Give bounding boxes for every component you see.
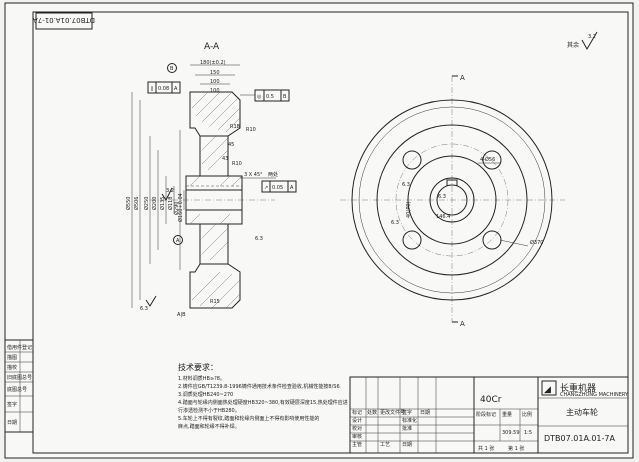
- section-label: A-A: [204, 42, 220, 52]
- weight-label: 重量: [502, 411, 512, 418]
- scale-label: 比例: [522, 411, 532, 418]
- r10: R10: [246, 127, 256, 133]
- v-dia-506: Ø506: [133, 197, 140, 210]
- strip-row-3: 描校: [7, 364, 17, 371]
- d43: 43: [222, 156, 228, 162]
- stage-mark: 阶段标记: [476, 411, 496, 418]
- part-name: 主动车轮: [566, 407, 598, 417]
- roughness-note: 其余: [567, 41, 579, 49]
- tech-item-6: 5.车轮上不得有裂纹,踏面和轮缘内侧面上不得有影响使用性能的: [178, 415, 319, 422]
- tech-title: 技术要求：: [178, 362, 218, 372]
- v-dia-290: Ø290: [173, 202, 180, 215]
- front-view: A A 4-Ø56 Ø370 146.4 40(P9) 6.3 6.3 6.3: [340, 74, 565, 328]
- tech-item-7: 麻点,踏面和轮缘不得补焊。: [178, 423, 240, 430]
- tech-item-1: 1.材料调质HB≥?8。: [178, 375, 225, 382]
- approve-label: 批准: [402, 425, 412, 432]
- tech-item-2: 2.铸件应GB/T1239.8-1996铸件通用技术条件检查验收,机械性能按8/…: [178, 383, 340, 390]
- header-code: DTB07.01A.01-7A: [33, 16, 95, 24]
- title-block: 标记 设计 校对 审核 主管 处数 更改文件号 签字 日期 标准化 批准 日期 …: [349, 376, 629, 454]
- rough-2: 6.3: [438, 194, 446, 200]
- chamfer-note: 两处: [268, 171, 278, 178]
- role-chief: 主管: [352, 441, 362, 448]
- col-count: 处数: [367, 409, 377, 416]
- w45: 45: [228, 142, 234, 148]
- rough-3: 6.3: [391, 220, 399, 226]
- dim-180: 180(±0.2): [200, 60, 226, 66]
- runout-value: 0.5: [266, 94, 274, 100]
- role-mark: 标记: [352, 409, 362, 416]
- v-dia-200: Ø200: [151, 197, 158, 210]
- key-width: 146.4: [436, 214, 450, 220]
- rough-bot: 6.3: [140, 306, 148, 312]
- rough-face: 6.3: [255, 236, 263, 242]
- sheet-total: 共 1 张: [478, 445, 494, 452]
- r15: R15: [210, 299, 220, 305]
- drawing-frame: [32, 11, 629, 454]
- svg-text:↗: ↗: [264, 185, 268, 191]
- svg-text:◎: ◎: [257, 94, 262, 100]
- strip-row-5: 底图总号: [7, 386, 27, 393]
- weight-value: 309.59: [502, 430, 520, 436]
- tech-item-5: 行渗透检测不小于HB280。: [178, 407, 240, 414]
- v-dia-118: Ø118: [167, 197, 174, 210]
- holes-label: 4-Ø56: [480, 156, 495, 163]
- flatness-ref: A: [174, 86, 178, 92]
- mark-ab: A|B: [177, 312, 186, 318]
- date-label: 日期: [402, 442, 412, 448]
- strip-row-1: 借用件登记: [7, 344, 32, 351]
- std-label: 标准化: [402, 417, 417, 424]
- roughness-value: 3.2: [588, 34, 596, 40]
- tech-item-4: 4.踏面与轮缘内侧面热处理硬度HB320~380,有效硬层深度15,热处理件应进: [178, 399, 348, 406]
- strip-row-4: 旧底图总号: [7, 374, 32, 381]
- sheet-no: 第 1 张: [508, 445, 524, 452]
- bcd-label: Ø370: [530, 239, 543, 246]
- v-dia-135: Ø135: [159, 197, 166, 210]
- drawing-no: DTB07.01A.01-7A: [544, 434, 615, 443]
- sec-a-bot: A: [460, 320, 465, 328]
- sec-a-top: A: [460, 74, 465, 82]
- role-design: 设计: [352, 417, 362, 424]
- r10b: R10: [232, 161, 242, 167]
- dim-100a: 100: [210, 79, 220, 85]
- header-code-box: [35, 12, 93, 30]
- tol2-ref: A: [290, 185, 294, 191]
- role-check: 校对: [352, 425, 362, 432]
- col-sign: 签字: [402, 409, 412, 416]
- tech-item-3: 3.调质处理HB240~270: [178, 391, 233, 398]
- role-review: 审核: [352, 433, 362, 440]
- roughness-symbol: [581, 31, 598, 51]
- flatness-value: 0.08: [158, 86, 169, 92]
- svg-text:∥: ∥: [151, 86, 154, 92]
- v-dia-250: Ø250: [143, 197, 150, 210]
- company-en: CHANGZHONG MACHINERY: [560, 392, 629, 398]
- company-logo: ◢: [544, 385, 551, 395]
- dim-100b: 100: [210, 88, 220, 94]
- scale-value: 1:5: [524, 430, 532, 436]
- process-label: 工艺: [380, 442, 390, 448]
- left-register-strip: 借用件登记 描图 描校 旧底图总号 底图总号 签字 日期: [4, 339, 34, 433]
- chamfer: 3 X 45°: [244, 172, 263, 178]
- col-date: 日期: [420, 410, 430, 416]
- v-dia-160: Ø160+0.04: [177, 193, 184, 222]
- rough-1: 6.3: [402, 182, 410, 188]
- strip-row-6: 签字: [7, 401, 17, 408]
- key-tol: 40(P9): [406, 201, 412, 218]
- col-change: 更改文件号: [380, 409, 405, 416]
- v-dia-550: Ø550: [125, 197, 132, 210]
- strip-row-2: 描图: [7, 354, 17, 361]
- section-view-aa: A-A 180(±0.2): [125, 42, 297, 318]
- r18: R18: [230, 124, 240, 130]
- strip-row-7: 日期: [7, 420, 17, 426]
- material: 40Cr: [480, 395, 502, 405]
- datum-a: A: [176, 238, 180, 244]
- technical-requirements: 技术要求： 1.材料调质HB≥?8。 2.铸件应GB/T1239.8-1996铸…: [178, 362, 348, 430]
- sheet-border: [4, 2, 634, 459]
- runout-ref: B: [283, 94, 287, 100]
- datum-b: B: [170, 66, 174, 72]
- tol2-value: 0.05: [272, 185, 283, 191]
- dim-150: 150: [210, 70, 220, 76]
- company-cn: 长重机器: [560, 382, 596, 394]
